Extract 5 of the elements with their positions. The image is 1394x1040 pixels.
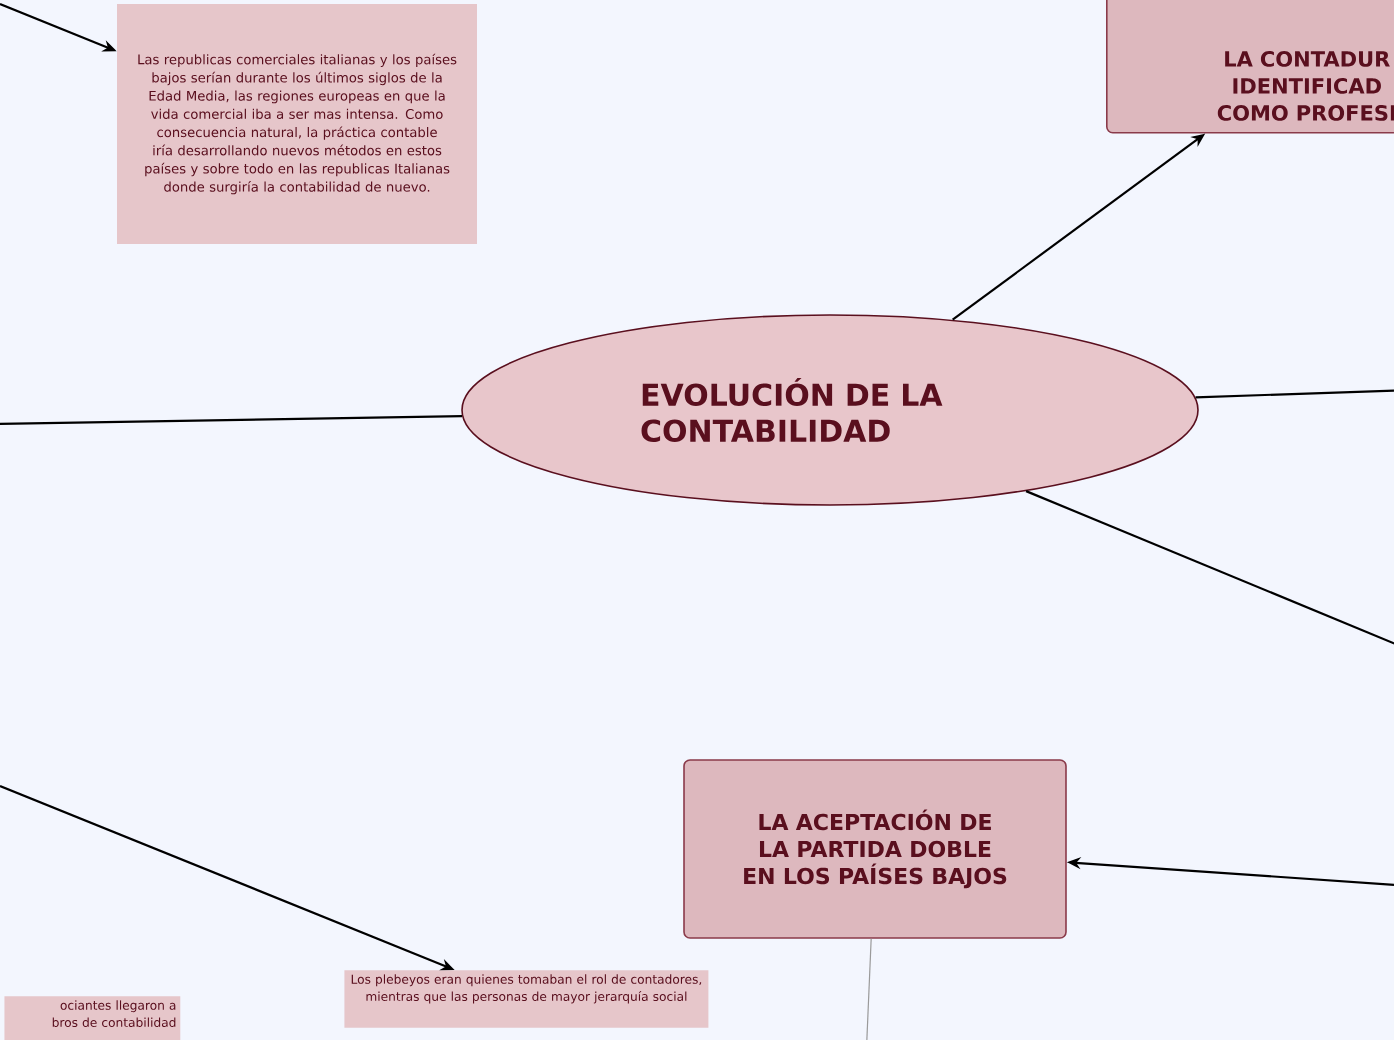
connector (0, 415, 462, 426)
connector (865, 938, 872, 1040)
topic-box: LA CONTADUR IDENTIFICAD COMO PROFESI (1106, 0, 1394, 134)
connector (1195, 388, 1394, 399)
topic-box: LA ACEPTACIÓN DE LA PARTIDA DOBLE EN LOS PAÍSES BAJOS (683, 759, 1067, 939)
